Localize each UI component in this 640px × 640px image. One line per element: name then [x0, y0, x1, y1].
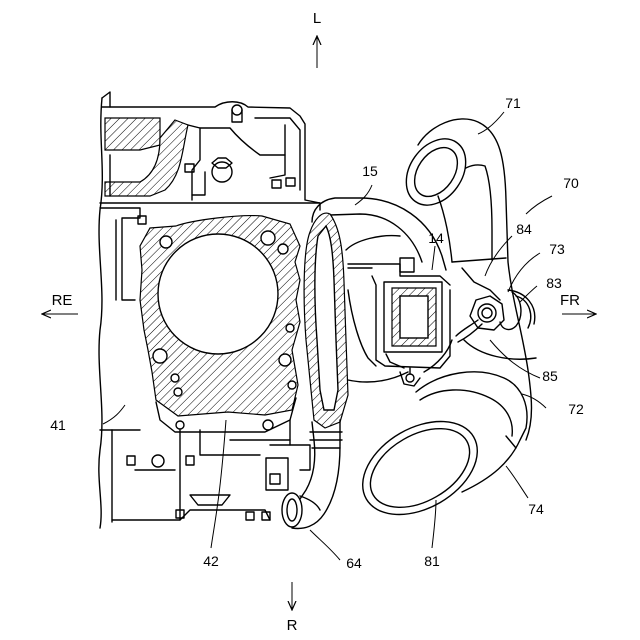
label-81: 81 — [424, 553, 440, 569]
exhaust-pipe-71 — [394, 119, 531, 440]
label-41: 41 — [50, 417, 66, 433]
label-84: 84 — [516, 221, 532, 237]
bracket-14 — [348, 258, 452, 386]
label-74: 74 — [528, 501, 544, 517]
label-72: 72 — [568, 401, 584, 417]
label-14: 14 — [428, 230, 444, 246]
label-42: 42 — [203, 553, 219, 569]
label-85: 85 — [542, 368, 558, 384]
label-83: 83 — [546, 275, 562, 291]
label-71: 71 — [505, 95, 521, 111]
hose-64 — [282, 420, 342, 528]
label-15: 15 — [362, 163, 378, 179]
cylinder-flange — [140, 216, 300, 432]
direction-label-front: FR — [560, 292, 580, 309]
direction-label-left: L — [313, 10, 321, 27]
direction-label-rear: RE — [52, 292, 73, 309]
muffler-74 — [346, 372, 527, 534]
direction-label-right: R — [287, 617, 298, 634]
label-73: 73 — [549, 241, 565, 257]
label-64: 64 — [346, 555, 362, 571]
label-70: 70 — [563, 175, 579, 191]
